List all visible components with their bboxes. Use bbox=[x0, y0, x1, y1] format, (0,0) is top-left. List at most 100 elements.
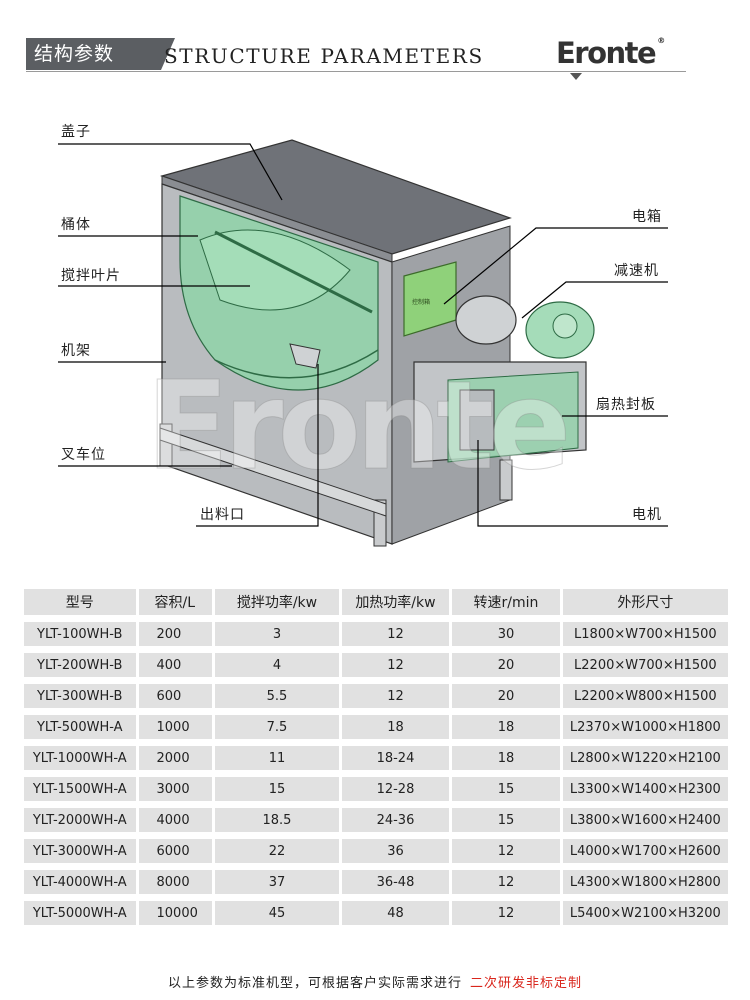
cell-model: YLT-500WH-A bbox=[24, 715, 136, 739]
cell-dimensions: L1800×W700×H1500 bbox=[562, 622, 728, 646]
cell-dimensions: L4000×W1700×H2600 bbox=[562, 839, 728, 863]
cell-heating-power: 36 bbox=[341, 839, 450, 863]
cell-speed: 20 bbox=[452, 684, 560, 708]
cell-volume: 2000 bbox=[138, 746, 213, 770]
label-motor: 电机 bbox=[632, 507, 662, 523]
label-reducer: 减速机 bbox=[614, 263, 659, 279]
cell-volume: 1000 bbox=[138, 715, 213, 739]
cell-model: YLT-3000WH-A bbox=[24, 839, 136, 863]
cell-mixing-power: 18.5 bbox=[215, 808, 339, 832]
cell-mixing-power: 15 bbox=[215, 777, 339, 801]
motor-leader bbox=[477, 440, 668, 527]
footnote: 以上参数为标准机型，可根据客户实际需求进行二次研发非标定制 bbox=[0, 972, 750, 991]
header-model: 型号 bbox=[24, 589, 136, 615]
cell-dimensions: L3800×W1600×H2400 bbox=[562, 808, 728, 832]
section-title-cn: 结构参数 bbox=[26, 38, 175, 70]
machine-structure-diagram: 控制箱 Eronte 盖子 桶体 搅拌叶片 机架 叉车位 出料口 电箱 减速机 … bbox=[0, 100, 750, 560]
parameter-table: 型号 容积/L 搅拌功率/kw 加热功率/kw 转速r/min 外形尺寸 YLT… bbox=[24, 589, 728, 932]
header-volume: 容积/L bbox=[138, 589, 213, 615]
cell-heating-power: 18-24 bbox=[341, 746, 450, 770]
motor-shape bbox=[459, 389, 495, 451]
header-dimensions: 外形尺寸 bbox=[562, 589, 728, 615]
section-title-en: STRUCTURE PARAMETERS bbox=[164, 44, 484, 68]
cell-dimensions: L4300×W1800×H2800 bbox=[562, 870, 728, 894]
footnote-highlight: 二次研发非标定制 bbox=[470, 976, 583, 991]
outlet-leader bbox=[196, 364, 319, 527]
cell-model: YLT-200WH-B bbox=[24, 653, 136, 677]
cell-dimensions: L2200×W700×H1500 bbox=[562, 653, 728, 677]
cell-model: YLT-300WH-B bbox=[24, 684, 136, 708]
blade-shape bbox=[199, 229, 351, 311]
reducer-leader bbox=[521, 281, 668, 319]
control-box-label: 控制箱 bbox=[412, 298, 430, 306]
label-outlet: 出料口 bbox=[200, 507, 245, 523]
cell-dimensions: L2370×W1000×H1800 bbox=[562, 715, 728, 739]
label-forklift: 叉车位 bbox=[61, 447, 106, 463]
label-lid: 盖子 bbox=[61, 124, 91, 140]
header-divider bbox=[26, 71, 686, 72]
cell-speed: 15 bbox=[452, 777, 560, 801]
header-heating-power: 加热功率/kw bbox=[341, 589, 450, 615]
blade-shaft bbox=[214, 230, 373, 314]
cell-speed: 20 bbox=[452, 653, 560, 677]
label-blade: 搅拌叶片 bbox=[61, 268, 121, 284]
registered-mark: ® bbox=[657, 36, 666, 45]
cell-heating-power: 12-28 bbox=[341, 777, 450, 801]
cell-volume: 8000 bbox=[138, 870, 213, 894]
cell-dimensions: L3300×W1400×H2300 bbox=[562, 777, 728, 801]
cell-heating-power: 24-36 bbox=[341, 808, 450, 832]
cell-volume: 400 bbox=[138, 653, 213, 677]
cell-volume: 4000 bbox=[138, 808, 213, 832]
footnote-text: 以上参数为标准机型，可根据客户实际需求进行 bbox=[167, 976, 462, 991]
cell-heating-power: 12 bbox=[341, 622, 450, 646]
cell-mixing-power: 45 bbox=[215, 901, 339, 925]
electric-box-leader bbox=[443, 227, 668, 305]
cell-volume: 3000 bbox=[138, 777, 213, 801]
cell-model: YLT-1500WH-A bbox=[24, 777, 136, 801]
brand-logo: Eronte® bbox=[556, 36, 665, 70]
cell-speed: 12 bbox=[452, 901, 560, 925]
cell-volume: 200 bbox=[138, 622, 213, 646]
cell-heating-power: 36-48 bbox=[341, 870, 450, 894]
label-barrel: 桶体 bbox=[61, 217, 91, 233]
cell-speed: 15 bbox=[452, 808, 560, 832]
cell-volume: 6000 bbox=[138, 839, 213, 863]
cell-mixing-power: 3 bbox=[215, 622, 339, 646]
label-heat-plate: 扇热封板 bbox=[596, 397, 656, 413]
forklift-bar bbox=[159, 427, 387, 517]
cell-heating-power: 12 bbox=[341, 653, 450, 677]
cell-heating-power: 18 bbox=[341, 715, 450, 739]
cell-mixing-power: 5.5 bbox=[215, 684, 339, 708]
mixer-illustration: 控制箱 Eronte bbox=[58, 139, 668, 547]
cell-speed: 12 bbox=[452, 839, 560, 863]
cell-speed: 18 bbox=[452, 746, 560, 770]
header-speed: 转速r/min bbox=[452, 589, 560, 615]
cell-model: YLT-5000WH-A bbox=[24, 901, 136, 925]
cell-heating-power: 48 bbox=[341, 901, 450, 925]
cell-speed: 18 bbox=[452, 715, 560, 739]
cell-model: YLT-2000WH-A bbox=[24, 808, 136, 832]
label-frame: 机架 bbox=[61, 343, 91, 359]
cell-volume: 10000 bbox=[138, 901, 213, 925]
cell-mixing-power: 4 bbox=[215, 653, 339, 677]
cell-mixing-power: 7.5 bbox=[215, 715, 339, 739]
cell-mixing-power: 22 bbox=[215, 839, 339, 863]
cell-volume: 600 bbox=[138, 684, 213, 708]
header-mixing-power: 搅拌功率/kw bbox=[215, 589, 339, 615]
cell-model: YLT-100WH-B bbox=[24, 622, 136, 646]
cell-model: YLT-4000WH-A bbox=[24, 870, 136, 894]
cell-model: YLT-1000WH-A bbox=[24, 746, 136, 770]
watermark-text: Eronte bbox=[146, 355, 565, 497]
cell-dimensions: L5400×W2100×H3200 bbox=[562, 901, 728, 925]
cell-dimensions: L2800×W1220×H2100 bbox=[562, 746, 728, 770]
